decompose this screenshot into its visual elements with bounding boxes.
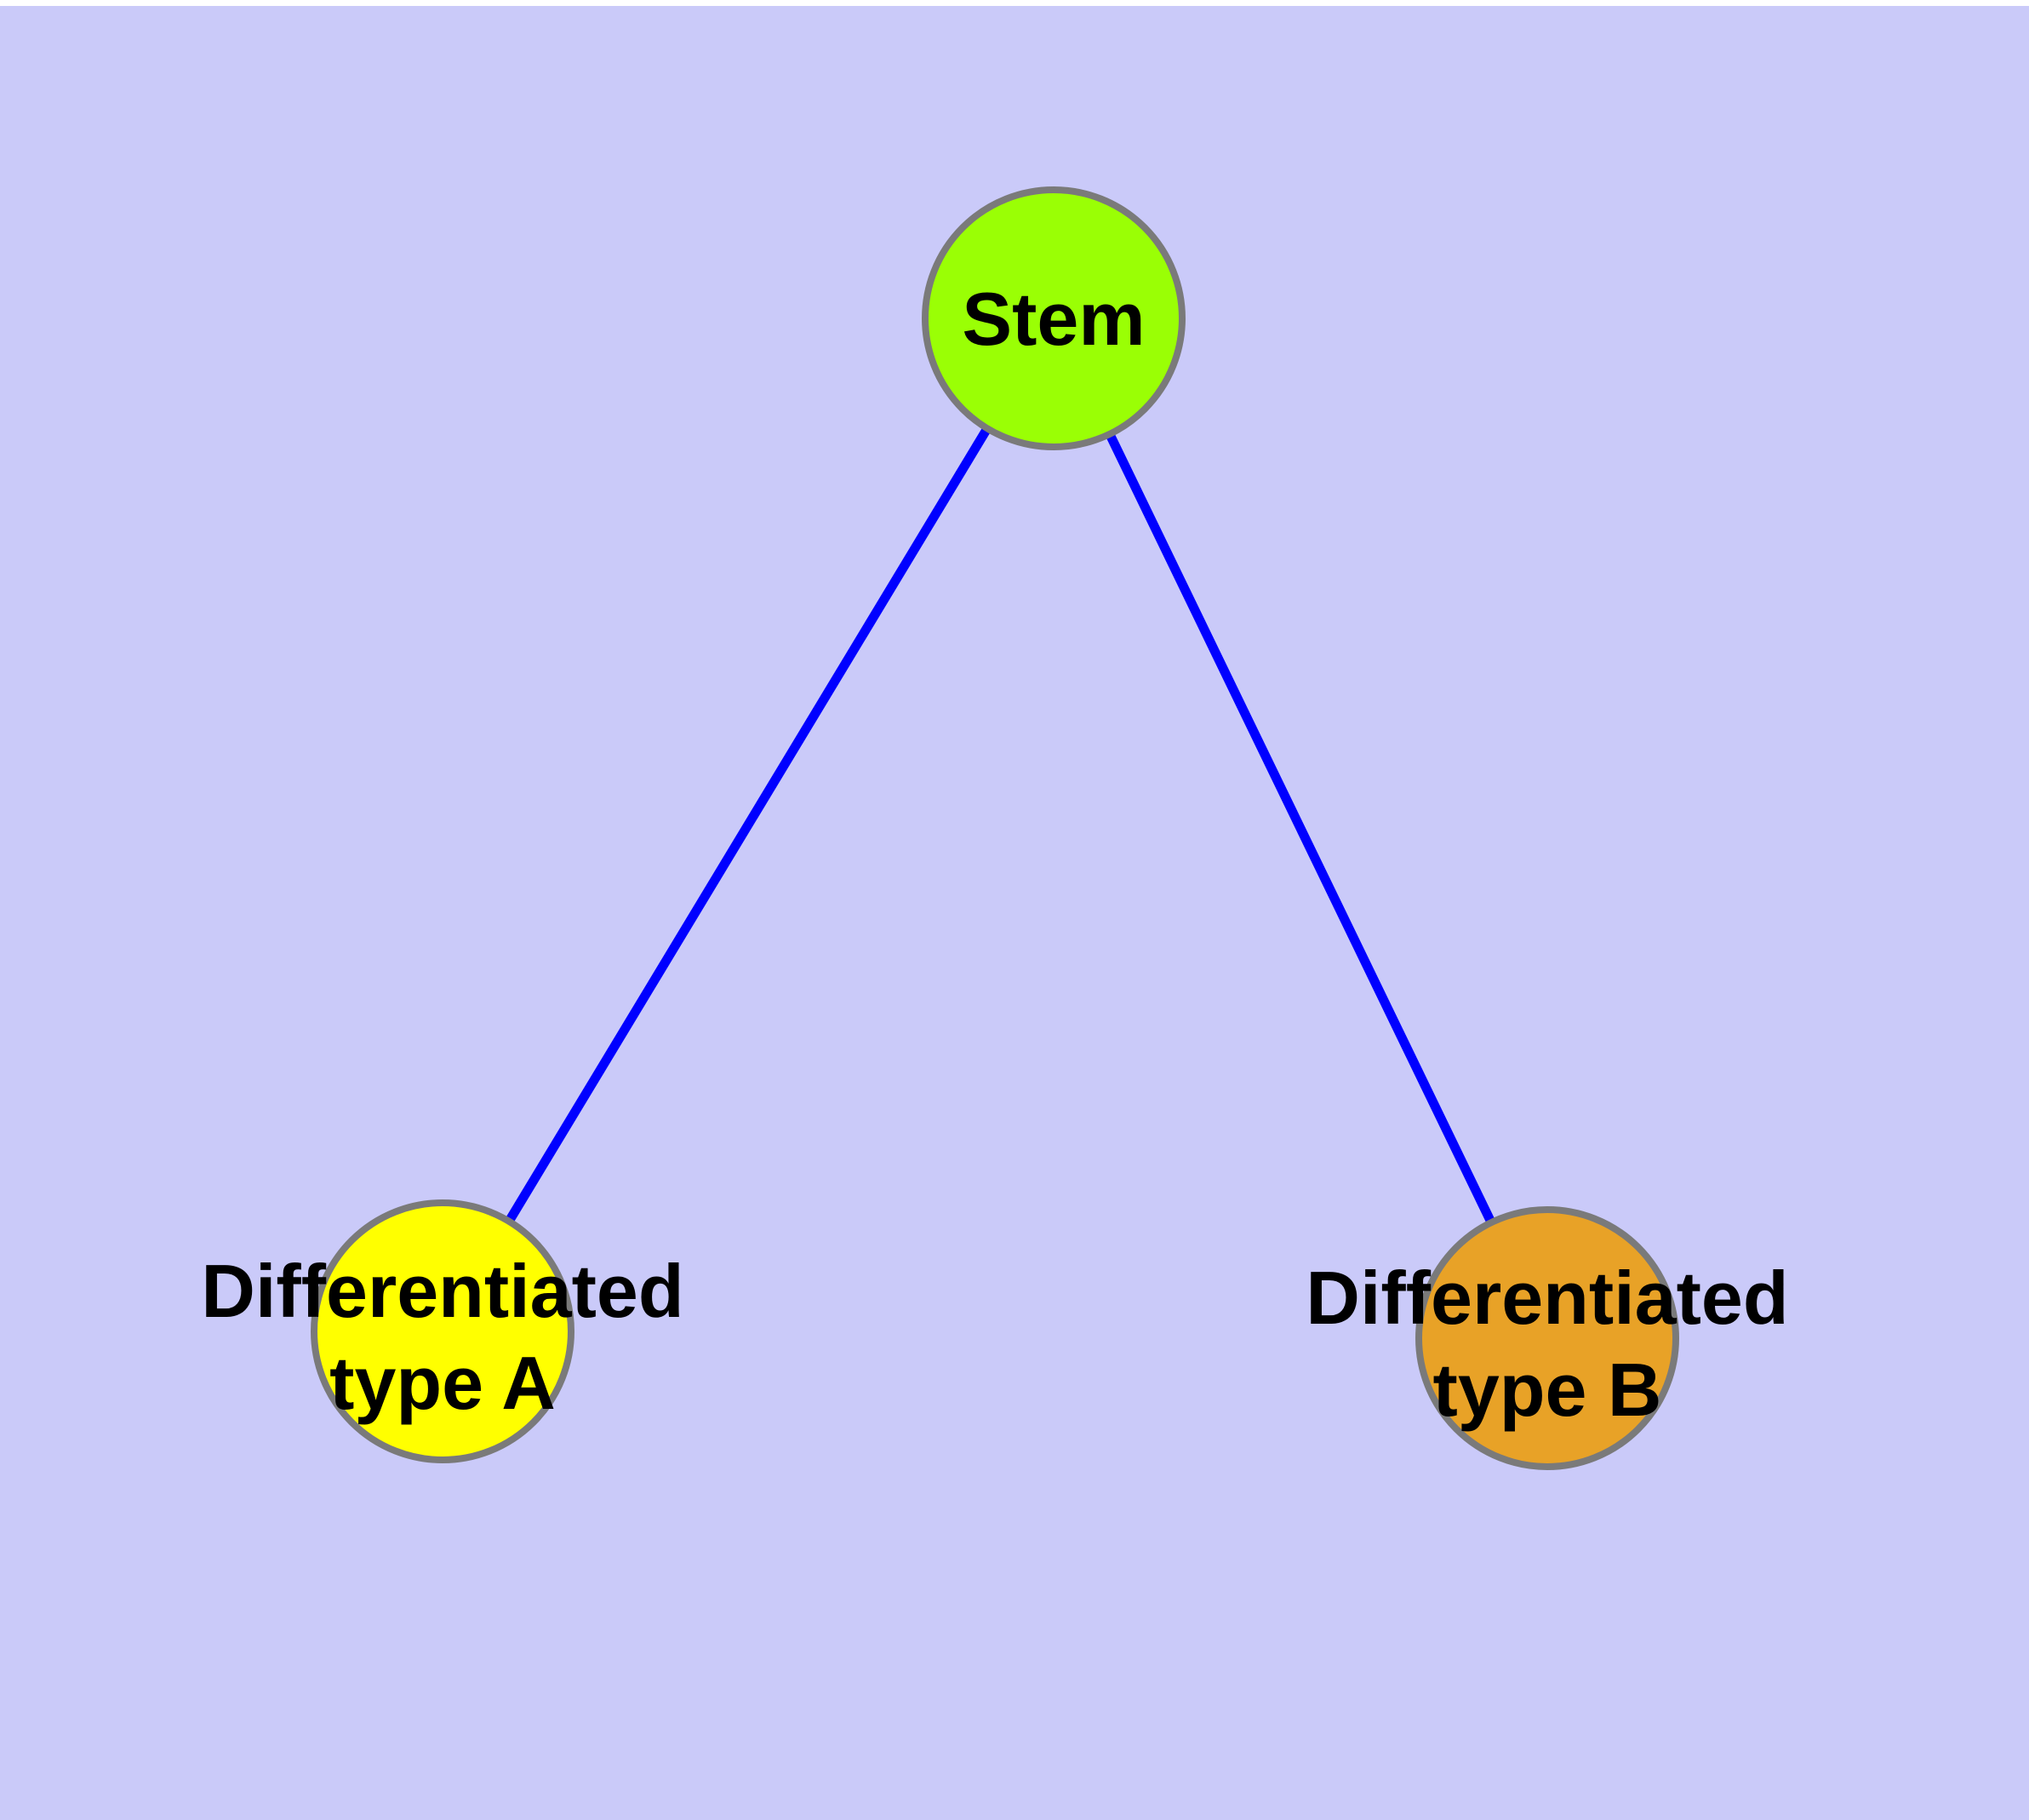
differentiated-type-a-node — [311, 1199, 574, 1463]
edge-stem-to-type-a — [438, 316, 1058, 1334]
differentiated-type-b-label-line1: Differentiated — [1306, 1256, 1788, 1340]
differentiated-type-a-label-line2: type A — [329, 1341, 556, 1425]
top-margin-strip — [0, 0, 2029, 6]
differentiated-type-b-node — [1415, 1206, 1679, 1470]
edge-stem-to-type-b — [1049, 316, 1552, 1341]
differentiated-type-b-label-line2: type B — [1433, 1348, 1662, 1432]
stem-node — [922, 186, 1186, 450]
differentiated-type-a-label-line1: Differentiated — [201, 1249, 683, 1333]
stem-node-label: Stem — [962, 277, 1145, 361]
